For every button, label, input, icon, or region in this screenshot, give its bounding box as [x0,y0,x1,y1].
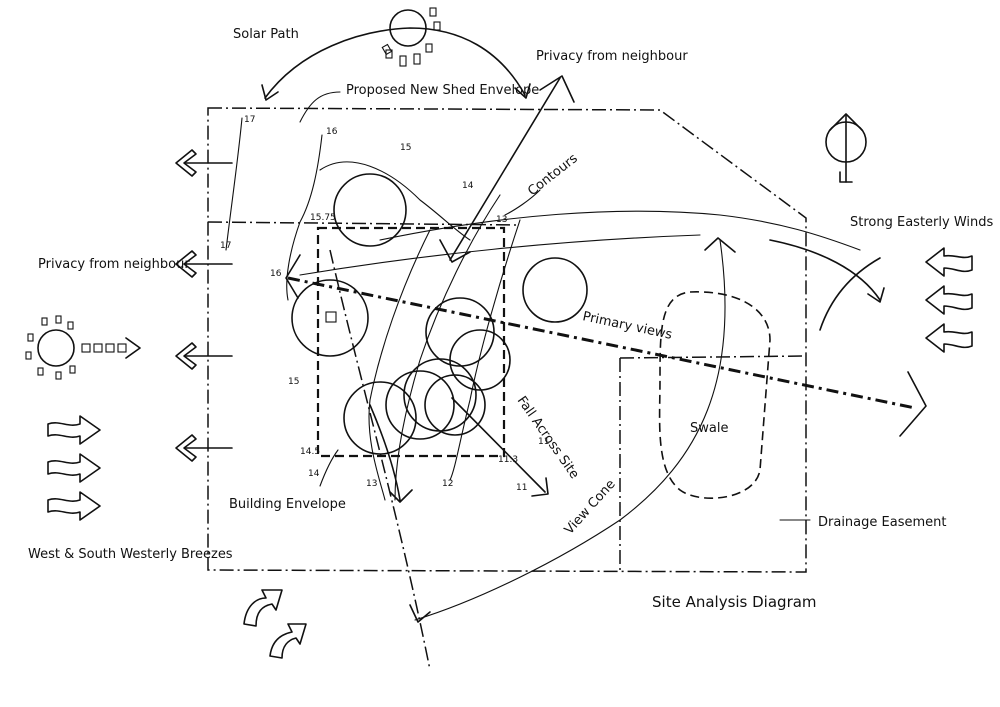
breeze-arrow-icon [269,623,307,659]
swale-outline [658,291,771,499]
tree-icon [425,297,495,367]
privacy-arrows-left [175,149,233,462]
southwest-arrows [243,589,307,659]
contour-number: 11.3 [498,455,518,465]
contour-number: 17 [220,241,231,251]
primary-views-line [285,254,927,437]
contour-number: 13 [496,215,507,225]
fall-across-site-arrow [451,397,549,497]
breeze-arrow-icon [47,491,101,521]
contour-number: 14 [308,469,320,479]
privacy-left-label: Privacy from neighbour [38,257,190,272]
wind-arrow-icon [925,247,973,277]
swale-label: Swale [690,421,728,436]
contour-number-labels: 17 16 15 14 13 17 16 15 12 14 13 11 11 1… [220,115,549,493]
contour-number: 11 [516,483,527,493]
diagram-title: Site Analysis Diagram [652,593,817,611]
contour-number: 15.75 [310,213,336,223]
breeze-arrow-icon [47,453,101,483]
leader-lines [299,91,811,521]
tree-icon [385,370,455,440]
wind-arrow-icon [925,323,973,353]
strong-winds-label: Strong Easterly Winds [850,215,993,230]
wind-arrow-icon [175,149,233,177]
privacy-arrow-top [439,75,575,263]
tree-icon [291,279,369,357]
wind-arrow-icon [175,342,233,370]
breeze-arrow-icon [47,415,101,445]
contour-number: 15 [288,377,299,387]
contour-number: 14 [462,181,474,191]
site-boundary [207,107,807,573]
breeze-arrow-icon [243,589,283,627]
tree-icon [424,374,486,436]
tree-icon [403,358,477,432]
contours-label: Contours [525,151,581,199]
west-breezes-label: West & South Westerly Breezes [28,547,233,562]
drainage-easement-label: Drainage Easement [818,515,946,530]
building-envelope-label: Building Envelope [229,497,346,512]
wind-arrow-icon [175,434,233,462]
wind-arrow-icon [925,285,973,315]
north-arrow-icon [825,113,867,183]
view-cone [329,237,736,671]
primary-views-label: Primary views [581,309,673,343]
contour-number: 16 [326,127,338,137]
tree-icon [522,257,588,323]
proposed-shed-label: Proposed New Shed Envelope [346,83,539,98]
privacy-top-label: Privacy from neighbour [536,49,688,64]
contour-number: 14.5 [300,447,320,457]
tree-icon [333,173,407,247]
solar-path [261,27,531,101]
contour-number: 12 [442,479,453,489]
contour-number: 16 [270,269,282,279]
view-cone-label: View Cone [562,477,619,538]
contour-number: 15 [400,143,411,153]
envelope-arrow [369,404,413,503]
easterly-wind-arrows [769,239,973,353]
wind-arrow-icon [175,250,233,278]
sun-icon [381,7,441,67]
contour-number: 17 [244,115,255,125]
contour-lines [225,117,861,501]
sun-icon [25,315,141,380]
contour-number: 13 [366,479,377,489]
solar-path-label: Solar Path [233,27,299,42]
contour-number: 11 [538,437,549,447]
westerly-breeze-arrows [47,415,101,521]
